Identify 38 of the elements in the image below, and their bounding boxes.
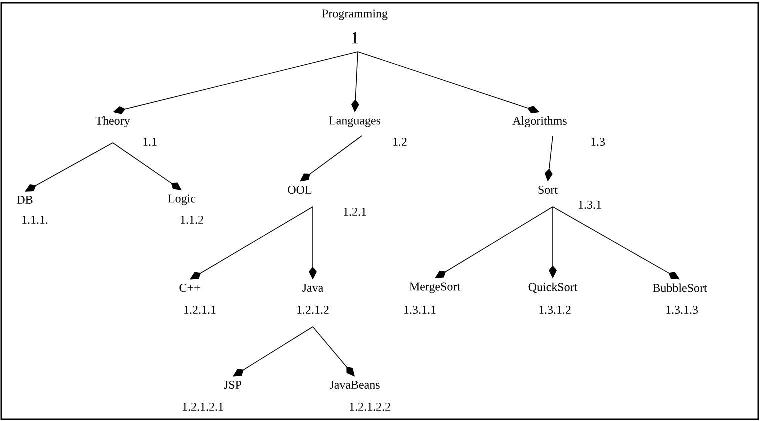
node-label: Languages	[329, 116, 381, 128]
node-label: DB	[17, 196, 33, 204]
number-label: 1.1	[144, 138, 157, 146]
node-label: JavaBeans	[330, 381, 380, 389]
number-label: 1.3.1.2	[540, 306, 571, 314]
number-label: 1.2.1.2.2	[350, 402, 390, 412]
node-label: Sort	[538, 186, 558, 194]
arrow	[300, 136, 362, 182]
node-label: Programming	[322, 10, 388, 20]
number-label: 1.2.1.1	[184, 306, 216, 314]
number-label: 1.2	[394, 138, 407, 146]
number-label: 1.3	[592, 138, 606, 146]
arrow	[233, 326, 314, 377]
number-label: 1.2.1.2.1	[183, 402, 224, 412]
arrow	[312, 326, 355, 377]
number-label: 1	[352, 32, 358, 44]
number-label: 1.1.1.	[22, 216, 48, 224]
node-label: Logic	[168, 194, 196, 206]
node-label: Theory	[96, 116, 130, 128]
arrow	[358, 52, 540, 114]
node-label: QuickSort	[528, 282, 578, 294]
arrow	[552, 206, 680, 280]
number-label: 1.2.1	[344, 208, 366, 216]
node-label: C++	[180, 284, 200, 292]
number-label: 1.3.1.3	[666, 306, 698, 314]
arrow	[113, 52, 358, 114]
node-label: BubbleSort	[653, 284, 708, 292]
number-label: 1.3.1.1	[404, 306, 436, 314]
arrow	[25, 142, 114, 192]
number-label: 1.3.1	[579, 200, 602, 210]
node-label: JSP	[224, 380, 242, 390]
number-label: 1.1.2	[181, 216, 204, 224]
node-label: Algorithms	[512, 116, 567, 128]
node-label: Java	[302, 284, 324, 292]
node-label: OOL	[288, 186, 312, 194]
arrow	[190, 206, 314, 280]
number-label: 1.2.1.2	[298, 306, 329, 314]
node-label: MergeSort	[410, 282, 460, 294]
